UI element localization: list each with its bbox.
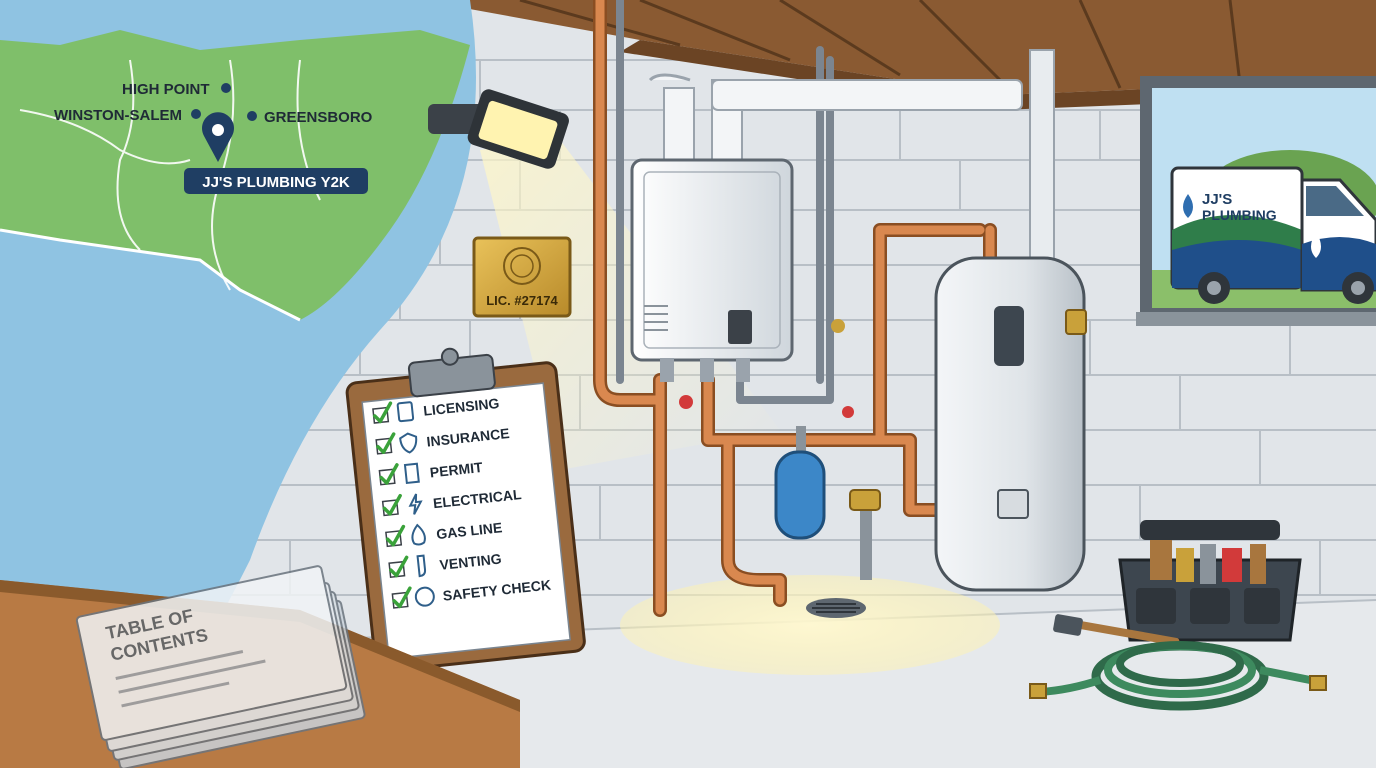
svg-text:JJ'S: JJ'S <box>1202 191 1232 208</box>
city-label: HIGH POINT <box>122 81 210 98</box>
garden-hose <box>1029 641 1327 711</box>
gas-valve-icon <box>831 319 845 333</box>
permit-document-icon <box>403 462 420 485</box>
service-van: JJ'S PLUMBING <box>1170 166 1376 304</box>
table-of-contents-papers: TABLE OF CONTENTS <box>75 565 366 768</box>
control-panel-icon <box>728 310 752 344</box>
map-pin-icon <box>201 112 234 162</box>
svg-text:LIC. #27174: LIC. #27174 <box>486 293 558 308</box>
relief-valve-icon <box>1065 309 1087 335</box>
spigot-icon <box>849 489 881 580</box>
water-drop-icon <box>1183 194 1193 218</box>
checkmark-icon <box>372 401 393 424</box>
id-card-icon <box>396 401 415 423</box>
checklist-item: LICENSING <box>372 395 501 424</box>
expansion-tank <box>774 406 854 540</box>
toolbox <box>1118 520 1302 642</box>
tankless-water-heater <box>630 158 845 409</box>
hammer-icon <box>1053 614 1180 646</box>
map-city-high-point: HIGH POINT <box>122 81 231 98</box>
checklist-item-label: GAS LINE <box>436 519 503 542</box>
checkmark-icon <box>385 524 406 547</box>
checklist-item-label: VENTING <box>439 550 503 572</box>
seal-icon <box>503 247 541 285</box>
shield-icon <box>399 432 418 454</box>
water-drop-icon <box>1311 232 1321 258</box>
checklist-item-label: LICENSING <box>423 395 501 419</box>
gas-control-icon <box>997 489 1029 519</box>
business-location-label: JJ'S PLUMBING Y2K <box>184 168 368 194</box>
floor-drain-icon <box>806 598 866 618</box>
license-plaque: LIC. #27174 <box>472 236 572 318</box>
vent-icon <box>416 554 427 578</box>
checklist-item-label: PERMIT <box>429 459 484 480</box>
thermostat-panel-icon <box>994 306 1024 366</box>
checkmark-icon <box>389 555 409 578</box>
tank-water-heater <box>934 256 1087 592</box>
checklist-item: VENTING <box>388 550 503 578</box>
city-label: GREENSBORO <box>264 109 373 126</box>
checkmark-icon <box>376 432 396 454</box>
svg-text:JJ'S PLUMBING Y2K: JJ'S PLUMBING Y2K <box>202 174 350 191</box>
checklist-item: PERMIT <box>378 459 484 486</box>
svg-text:PLUMBING: PLUMBING <box>1202 207 1277 223</box>
pvc-vent-pipes <box>648 49 1055 261</box>
check-badge-icon <box>414 586 435 607</box>
red-valve-icon <box>679 395 693 409</box>
map-city-winston-salem: WINSTON-SALEM <box>54 107 201 124</box>
city-label: WINSTON-SALEM <box>54 107 182 124</box>
lightning-bolt-icon <box>408 493 423 515</box>
checkmark-icon <box>379 463 399 485</box>
checklist-item: GAS LINE <box>385 519 503 548</box>
flame-icon <box>411 523 426 546</box>
map-city-greensboro: GREENSBORO <box>247 109 373 126</box>
checkmark-icon <box>392 586 412 609</box>
checkmark-icon <box>382 493 402 516</box>
